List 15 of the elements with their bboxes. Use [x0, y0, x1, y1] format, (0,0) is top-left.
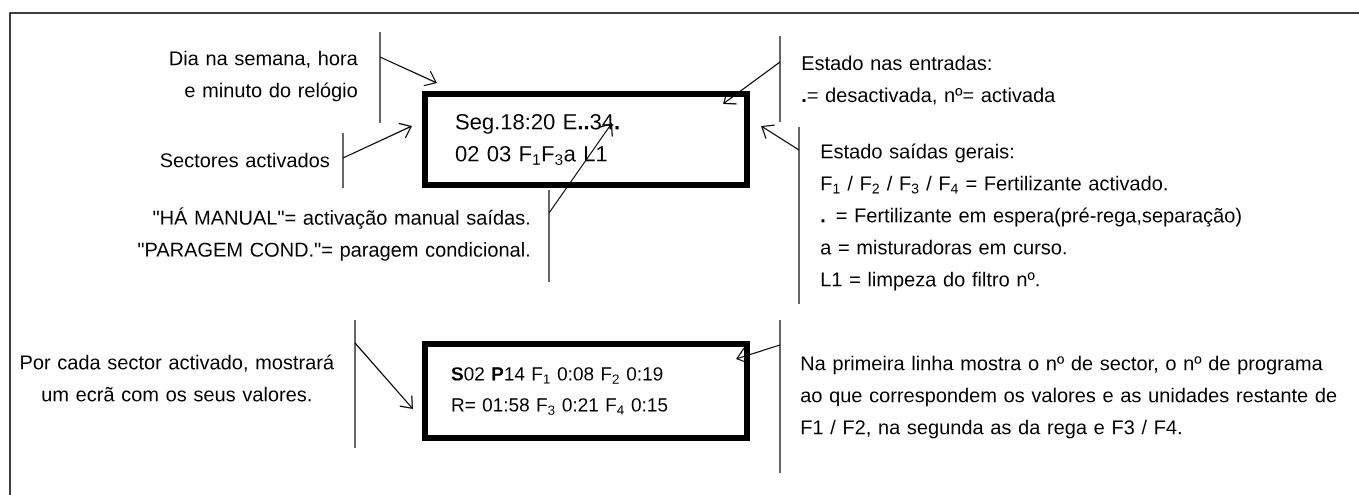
callout-text: "HÁ MANUAL"= activação manual saídas. "PARAGEM COND."= paragem condicional.: [138, 207, 529, 261]
callout-text: Dia na semana, hora e minuto do relógio: [170, 50, 358, 102]
callout-text: Estado nas entradas: .= desactivada, nº= activada: [802, 55, 1056, 105]
arrow: [354, 342, 413, 409]
callout-text: Sectores activados: [160, 152, 330, 168]
callout-text: Na primeira linha mostra o nº de sector, o nº de programa ao que correspondem os valores e as unidades restante de F1 / F2, na segunda as da rega e F3 / F4.: [801, 355, 1337, 439]
arrow: [342, 122, 412, 159]
arrow: [761, 124, 800, 151]
callout-text: Por cada sector activado, mostrará um ecrã com os seus valores.: [21, 354, 335, 402]
arrow: [548, 123, 613, 214]
callout-text: Estado saídas gerais: F$_{1}$ / F$_{2}$ / F$_{3}$ / F$_{4}$ = Fertilizante activado. . = Fertilizante em espera(pré-rega,separação) a = misturadoras em curso. L1 = limpeza do filtro nº.: [821, 143, 1241, 291]
arrow: [723, 61, 781, 105]
display-screen: S02 P14 F$_{1}$ 0:08 F$_{2}$ 0:19 R= 01:58 F$_{3}$ 0:21 F$_{4}$ 0:15: [422, 341, 750, 441]
arrow: [736, 344, 781, 364]
arrow: [379, 56, 437, 87]
